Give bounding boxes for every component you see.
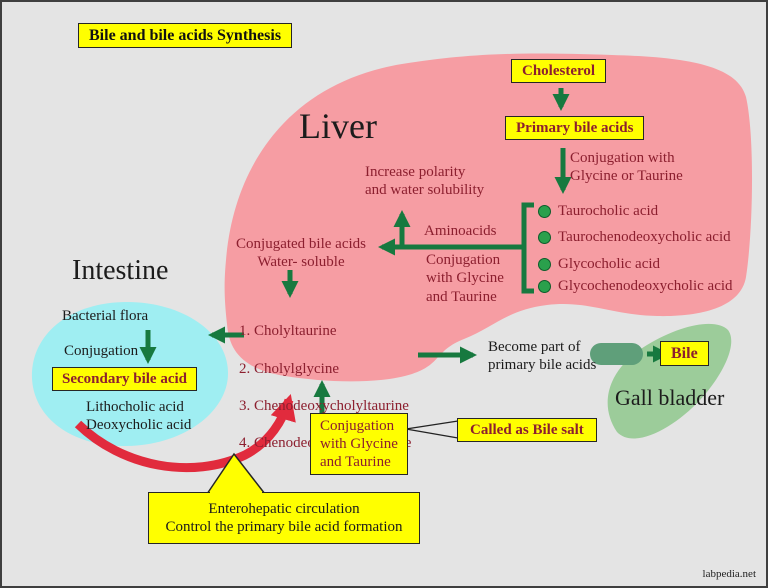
diagram-title-box: Bile and bile acids Synthesis [78,23,293,49]
enterohepatic-box: Enterohepatic circulation Control the pr… [148,492,420,544]
conjugation-detail-note: Conjugation with Glycine and Taurine [426,252,504,305]
conjugated-acid-label: Glycocholic acid [558,256,661,272]
become-part-note: Become part of primary bile acids [488,339,597,374]
enterohepatic-circulation-arrow [74,393,296,473]
bullet-icon [538,204,551,218]
enterohepatic-pointer-mask [210,491,262,495]
conjugated-acid-item: Glycocholic acid [538,255,660,273]
conjugated-acid-label: Taurochenodeoxycholic acid [558,229,731,245]
bile-salt-callout-box: Called as Bile salt [457,418,597,442]
increase-polarity-note: Increase polarity and water solubility [365,164,485,199]
conjugation-glycine-taurine-note: Conjugation with Glycine or Taurine [570,150,683,185]
liver-label: Liver [299,106,377,146]
enterohepatic-pointer [206,452,266,495]
bullet-icon [538,230,551,244]
list-item: 1. Cholyltaurine [239,323,337,340]
list-item: 2. Cholylglycine [239,360,339,377]
bacterial-flora-label: Bacterial flora [62,308,149,324]
list-item: 3. Chenodeoxycholyltaurine [239,397,409,414]
conjugation-label: Conjugation [64,343,139,359]
bullet-icon [538,257,551,271]
intestine-label: Intestine [72,255,169,286]
bile-capsule-shape [590,343,643,365]
cholesterol-box: Cholesterol [511,59,607,83]
aminoacids-label: Aminoacids [424,223,497,239]
bile-box: Bile [660,341,709,367]
primary-bile-acids-box: Primary bile acids [505,116,645,140]
conjugated-acid-item: Taurocholic acid [538,202,658,220]
secondary-bile-acid-box: Secondary bile acid [52,367,198,391]
bullet-icon [538,279,551,293]
conjugated-acid-label: Glycochenodeoxycholic acid [558,278,733,294]
conjugated-acid-item: Taurochenodeoxycholic acid [538,228,731,246]
conjugated-acid-label: Taurocholic acid [558,203,659,219]
conjugation-glycine-taurine-box: Conjugation with Glycine and Taurine [310,413,408,475]
conjugated-bile-acids-label: Conjugated bile acids Water- soluble [236,236,366,271]
conjugated-acid-item: Glycochenodeoxycholic acid [538,277,733,295]
gallbladder-label: Gall bladder [615,385,725,410]
intestine-acids-note: Lithocholic acid Deoxycholic acid [86,399,192,434]
watermark: labpedia.net [702,568,756,580]
conjugated-acids-bracket [521,202,534,294]
bile-salt-callout-lines [405,420,459,439]
